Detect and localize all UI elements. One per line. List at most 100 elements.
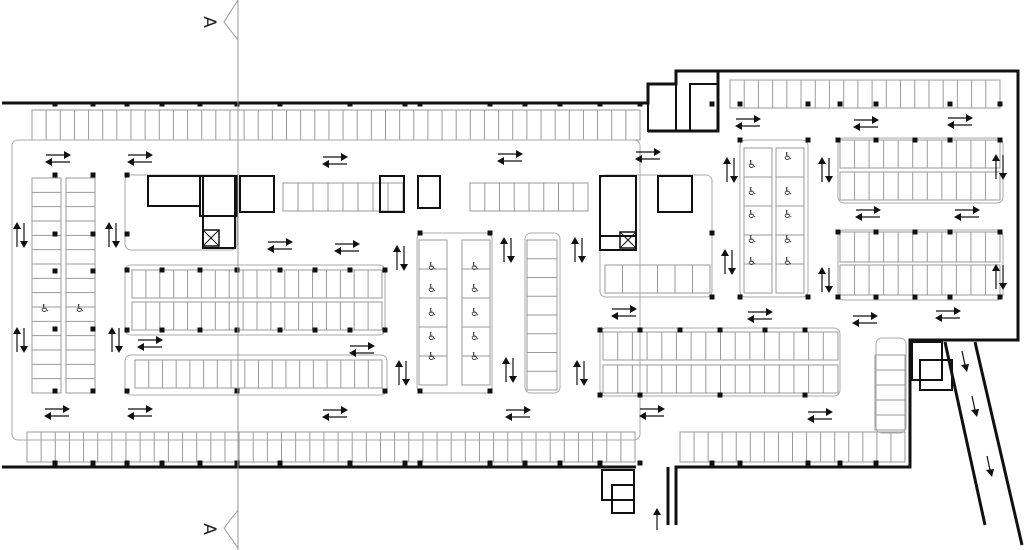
two-way-arrow-icon <box>821 268 830 292</box>
column <box>382 267 388 273</box>
column <box>947 137 953 143</box>
arrowhead-left-icon <box>852 319 859 327</box>
column <box>90 101 96 107</box>
arrowhead-up-icon <box>571 237 579 244</box>
column <box>382 388 388 394</box>
service-core <box>599 175 637 251</box>
accessible-parking-icon: ♿ <box>783 233 793 246</box>
service-core <box>599 175 637 237</box>
elevator-icon <box>202 229 220 247</box>
two-way-arrow-icon <box>821 158 830 182</box>
service-core <box>611 484 635 514</box>
column <box>90 388 96 394</box>
arrowhead-down-icon <box>20 346 28 353</box>
column <box>52 268 58 274</box>
column <box>347 327 353 333</box>
arrowhead-left-icon <box>137 343 144 351</box>
column <box>835 294 841 300</box>
arrowhead-up-icon <box>13 222 21 229</box>
stall-row <box>65 177 96 394</box>
column <box>487 388 493 394</box>
column <box>417 460 423 466</box>
arrowhead-down-icon <box>961 364 969 372</box>
accessible-parking-icon: ♿ <box>783 208 793 221</box>
traffic-arrows <box>13 114 1007 530</box>
service-core <box>379 175 405 213</box>
column <box>234 388 240 394</box>
column <box>90 172 96 178</box>
two-way-arrow-icon <box>995 155 1004 179</box>
arrowhead-down-icon <box>728 268 736 275</box>
section-marker-top-icon <box>223 0 239 42</box>
elevator-cross <box>619 231 637 249</box>
section-label-top: A <box>199 16 219 28</box>
two-way-arrow-icon <box>138 339 162 348</box>
column <box>873 137 879 143</box>
service-core <box>919 359 953 391</box>
arrowhead-up-icon <box>723 157 731 164</box>
two-way-arrow-icon <box>398 361 407 385</box>
stall-row <box>874 354 906 431</box>
arrowhead-right-icon <box>64 151 71 159</box>
arrowhead-right-icon <box>954 307 961 315</box>
column <box>837 460 843 466</box>
ramp-arrow-icon <box>986 455 991 471</box>
arrowhead-left-icon <box>505 413 512 421</box>
column <box>402 460 408 466</box>
accessible-parking-icon: ♿ <box>470 282 480 295</box>
column <box>637 460 643 466</box>
arrowhead-down-icon <box>20 241 28 248</box>
column <box>90 460 96 466</box>
accessible-parking-icon: ♿ <box>747 208 757 221</box>
accessible-parking-icon: ♿ <box>470 260 480 273</box>
two-way-arrow-icon <box>506 409 530 418</box>
ramp-wall-right <box>973 341 1024 546</box>
column <box>124 101 130 107</box>
arrowhead-left-icon <box>855 213 862 221</box>
arrowhead-up-icon <box>395 360 403 367</box>
column <box>873 229 879 235</box>
column <box>522 460 528 466</box>
column <box>487 101 493 107</box>
two-way-arrow-icon <box>503 238 512 262</box>
column <box>709 101 715 107</box>
arrowhead-left-icon <box>954 213 961 221</box>
column <box>637 101 643 107</box>
arrowhead-left-icon <box>334 247 341 255</box>
column <box>737 137 743 143</box>
arrowhead-right-icon <box>966 114 973 122</box>
two-way-arrow-icon <box>748 311 772 320</box>
two-way-arrow-icon <box>323 409 347 418</box>
accessible-parking-icon: ♿ <box>427 330 437 343</box>
column <box>802 327 808 333</box>
column <box>197 460 203 466</box>
column <box>52 172 58 178</box>
two-way-arrow-icon <box>45 408 69 417</box>
arrowhead-down-icon <box>507 256 515 263</box>
column <box>873 294 879 300</box>
arrowhead-right-icon <box>874 206 881 214</box>
column <box>802 392 808 398</box>
arrowhead-up-icon <box>992 154 1000 161</box>
stall-row <box>418 239 448 386</box>
elevator-icon <box>619 231 637 249</box>
two-way-arrow-icon <box>574 238 583 262</box>
arrowhead-right-icon <box>973 206 980 214</box>
column <box>277 267 283 273</box>
column <box>709 294 715 300</box>
arrowhead-left-icon <box>947 121 954 129</box>
accessible-parking-icon: ♿ <box>470 350 480 363</box>
arrowhead-up-icon <box>992 264 1000 271</box>
service-core <box>199 175 238 217</box>
stall-row <box>729 79 1001 109</box>
arrowhead-left-icon <box>127 412 134 420</box>
column <box>597 392 603 398</box>
stall-row <box>839 231 1001 263</box>
arrowhead-left-icon <box>322 413 329 421</box>
arrowhead-up-icon <box>13 327 21 334</box>
column <box>737 460 743 466</box>
two-way-arrow-icon <box>724 250 733 274</box>
arrowhead-down-icon <box>402 379 410 386</box>
two-way-arrow-icon <box>396 246 405 270</box>
arrowhead-right-icon <box>872 116 879 124</box>
